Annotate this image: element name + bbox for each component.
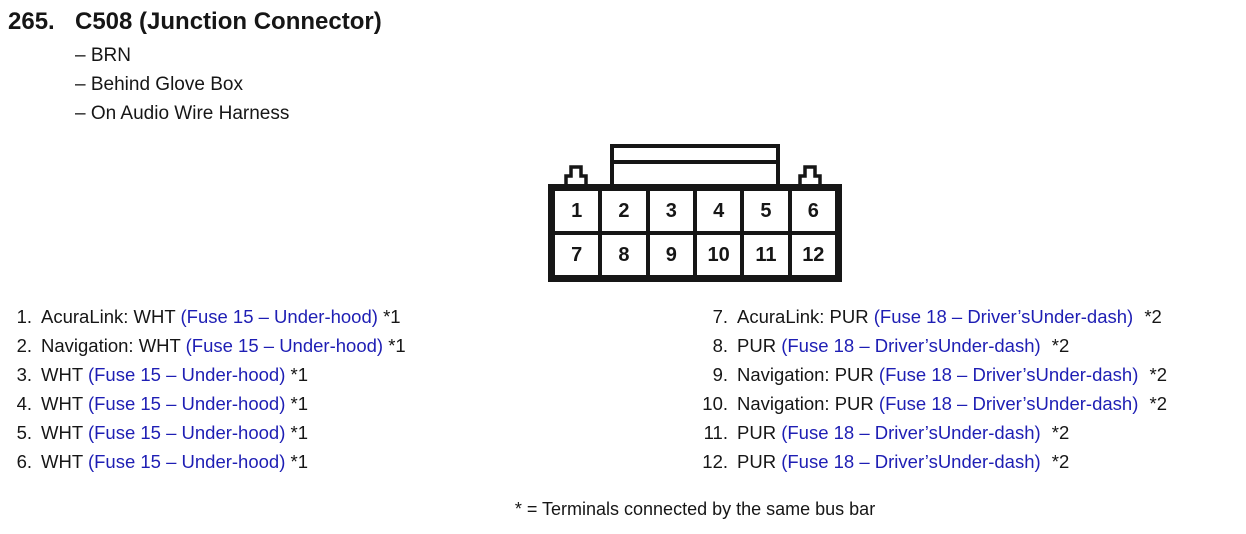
bus-bar-marker: *2	[1051, 335, 1070, 356]
fuse-link[interactable]: (Fuse 15 – Under-hood)	[87, 422, 286, 443]
bus-bar-marker: *2	[1051, 451, 1070, 472]
fuse-link[interactable]: (Fuse 18 – Driver’sUnder-dash)	[878, 364, 1139, 385]
pin-number: 2.	[16, 335, 32, 356]
fuse-link[interactable]: (Fuse 15 – Under-hood)	[185, 335, 384, 356]
bus-bar-marker: *1	[388, 335, 406, 356]
connector-pin-9: 9	[647, 233, 695, 277]
pin-number: 7.	[712, 306, 728, 327]
pin-row-11: 11. PUR (Fuse 18 – Driver’sUnder-dash) *2	[688, 418, 1167, 447]
connector-pin-5: 5	[742, 189, 790, 233]
pin-label: WHT	[41, 451, 83, 472]
pin-row-3: 3. WHT (Fuse 15 – Under-hood) *1	[8, 360, 406, 389]
fuse-link[interactable]: (Fuse 18 – Driver’sUnder-dash)	[873, 306, 1134, 327]
pin-number: 6.	[16, 451, 32, 472]
connector-tab-right	[798, 165, 822, 184]
connector-pin-3: 3	[647, 189, 695, 233]
fuse-link[interactable]: (Fuse 18 – Driver’sUnder-dash)	[781, 451, 1041, 472]
pin-number: 9.	[712, 364, 728, 385]
connector-tab-left	[564, 165, 588, 184]
pin-number: 8.	[712, 335, 728, 356]
pin-row-1: 1.AcuraLink: WHT (Fuse 15 – Under-hood) …	[8, 302, 406, 331]
pin-label: WHT	[41, 422, 83, 443]
fuse-link[interactable]: (Fuse 15 – Under-hood)	[87, 364, 286, 385]
bus-bar-marker: *2	[1149, 393, 1168, 414]
fuse-link[interactable]: (Fuse 18 – Driver’sUnder-dash)	[781, 422, 1041, 443]
connector-pin-4: 4	[694, 189, 743, 233]
pin-number: 12.	[702, 451, 728, 472]
pin-label: PUR	[737, 335, 777, 356]
fuse-link[interactable]: (Fuse 15 – Under-hood)	[87, 393, 286, 414]
connector-pin-1: 1	[553, 189, 601, 233]
pin-label: PUR	[737, 451, 777, 472]
pin-row-7: 7. AcuraLink: PUR (Fuse 18 – Driver’sUnde…	[688, 302, 1167, 331]
connector-pin-11: 11	[742, 233, 790, 277]
pin-number: 4.	[16, 393, 32, 414]
pin-label: Navigation: PUR	[737, 364, 874, 385]
pin-label: Navigation: PUR	[737, 393, 874, 414]
bus-bar-marker: *2	[1144, 306, 1162, 327]
detail-line-location: – Behind Glove Box	[75, 73, 243, 95]
pin-row-6: 6. WHT (Fuse 15 – Under-hood) *1	[8, 447, 406, 476]
detail-line-color: – BRN	[75, 45, 131, 66]
fuse-link[interactable]: (Fuse 15 – Under-hood)	[180, 306, 378, 327]
connector-diagram: 1 2 3 4 5 6 7 8 9 10 11 12	[548, 144, 842, 282]
pin-row-8: 8. PUR (Fuse 18 – Driver’sUnder-dash) *2	[688, 331, 1167, 360]
connector-pin-8: 8	[600, 233, 648, 277]
bus-bar-marker: *2	[1149, 364, 1168, 385]
fuse-link[interactable]: (Fuse 18 – Driver’sUnder-dash)	[781, 335, 1041, 356]
pin-list-left: 1.AcuraLink: WHT (Fuse 15 – Under-hood) …	[8, 302, 406, 476]
pin-number: 1.	[16, 306, 32, 327]
pin-row-12: 12. PUR (Fuse 18 – Driver’sUnder-dash) *2	[688, 447, 1167, 476]
detail-line-harness: – On Audio Wire Harness	[75, 102, 290, 124]
pin-label: AcuraLink: WHT	[41, 306, 176, 327]
pin-number: 10.	[702, 393, 728, 414]
connector-pin-7: 7	[553, 233, 601, 277]
connector-location-details: – BRN – Behind Glove Box – On Audio Wire…	[75, 42, 289, 128]
pin-row-2: 2. Navigation: WHT (Fuse 15 – Under-hood)…	[8, 331, 406, 360]
bus-bar-marker: *1	[290, 364, 309, 385]
connector-pin-12: 12	[789, 233, 837, 277]
pin-list-right: 7. AcuraLink: PUR (Fuse 18 – Driver’sUnde…	[688, 302, 1167, 476]
bus-bar-marker: *2	[1051, 422, 1070, 443]
pin-label: AcuraLink: PUR	[737, 306, 869, 327]
bus-bar-marker: *1	[290, 422, 309, 443]
section-number: 265.	[8, 8, 55, 35]
fuse-link[interactable]: (Fuse 15 – Under-hood)	[87, 451, 286, 472]
bus-bar-footnote: * = Terminals connected by the same bus …	[514, 499, 876, 519]
pin-label: WHT	[41, 393, 83, 414]
connector-pin-2: 2	[600, 189, 648, 233]
bus-bar-marker: *1	[290, 451, 309, 472]
pin-label: PUR	[737, 422, 777, 443]
pin-row-9: 9. Navigation: PUR (Fuse 18 – Driver’sUnd…	[688, 360, 1167, 389]
connector-pin-10: 10	[694, 233, 743, 277]
bus-bar-marker: *1	[290, 393, 309, 414]
connector-pin-6: 6	[789, 189, 837, 233]
pin-row-5: 5. WHT (Fuse 15 – Under-hood) *1	[8, 418, 406, 447]
bus-bar-marker: *1	[383, 306, 401, 327]
pin-row-4: 4. WHT (Fuse 15 – Under-hood) *1	[8, 389, 406, 418]
pin-row-10: 10. Navigation: PUR (Fuse 18 – Driver’sUn…	[688, 389, 1167, 418]
pin-label: Navigation: WHT	[41, 335, 181, 356]
pin-number: 5.	[16, 422, 32, 443]
pin-label: WHT	[41, 364, 83, 385]
connector-pin-grid: 1 2 3 4 5 6 7 8 9 10 11 12	[548, 184, 842, 282]
fuse-link[interactable]: (Fuse 18 – Driver’sUnder-dash)	[878, 393, 1139, 414]
page-title: C508 (Junction Connector)	[75, 8, 382, 35]
connector-latch	[610, 144, 780, 184]
pin-number: 3.	[16, 364, 32, 385]
pin-number: 11.	[703, 422, 728, 443]
